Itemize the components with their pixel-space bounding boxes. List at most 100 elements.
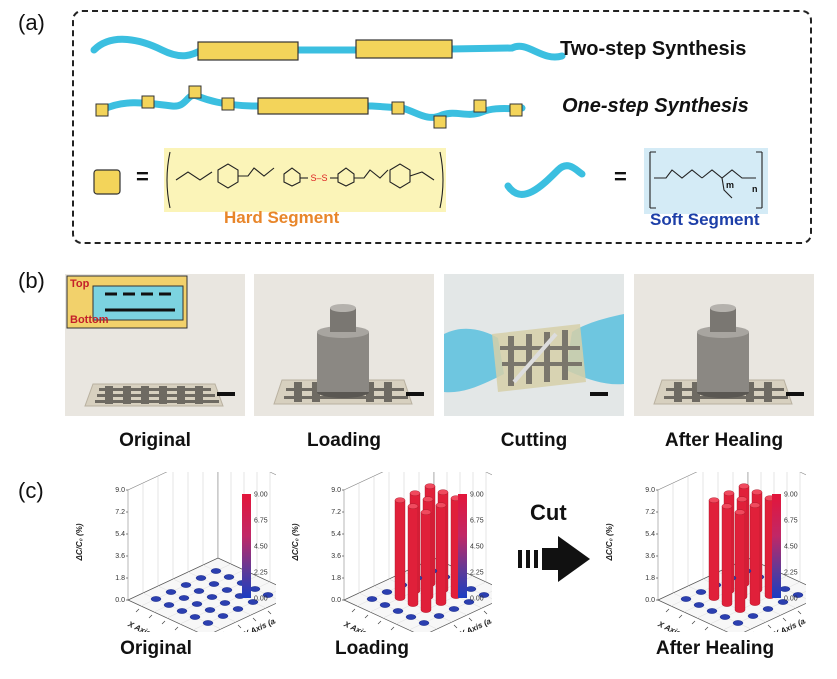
bar-base-marker xyxy=(418,620,430,626)
y-tick-mark xyxy=(483,610,488,615)
hard-segment-formula-bg xyxy=(164,148,446,212)
bar-base-marker xyxy=(165,589,177,595)
soft-segment-key xyxy=(504,162,586,198)
bar-base-marker xyxy=(178,595,190,601)
bar-cylinder-top xyxy=(749,502,761,509)
bar-base-marker xyxy=(217,613,229,619)
bar-cylinder-top xyxy=(407,503,419,510)
colorbar-tick-label: 9.00 xyxy=(470,492,484,499)
soft-segment-label: Soft Segment xyxy=(650,210,760,229)
colorbar-tick-label: 6.75 xyxy=(784,518,798,525)
x-tick-mark xyxy=(351,608,356,613)
bar-base-marker xyxy=(706,608,718,614)
hard-segment-key xyxy=(93,169,121,195)
z-tick-label: 1.8 xyxy=(115,575,125,582)
bar-base-marker xyxy=(366,596,378,602)
hard-small-1 xyxy=(95,103,109,117)
y-tick-mark xyxy=(453,624,458,629)
panel-a-frame xyxy=(72,10,812,244)
colorbar-tick-label: 2.25 xyxy=(784,570,798,577)
photo-original xyxy=(65,274,245,416)
bar-base-marker xyxy=(777,599,789,605)
bar-cylinder-top xyxy=(723,490,735,497)
chart-after-healing: 9.07.25.43.61.80.0ΔC/C₀ (%)X Axis (a. u.… xyxy=(605,472,806,632)
bar-base-marker xyxy=(249,586,261,592)
two-step-label: Two-step Synthesis xyxy=(560,38,747,60)
z-tick-label: 1.8 xyxy=(645,575,655,582)
two-step-chain xyxy=(90,35,566,61)
bar-cylinder-top xyxy=(738,483,750,490)
colorbar-tick-label: 6.75 xyxy=(254,518,268,525)
bar-base-marker xyxy=(762,606,774,612)
bar-base-marker xyxy=(792,592,804,598)
bar-cylinder xyxy=(407,506,419,607)
bar-cylinder-top xyxy=(734,509,746,516)
bar-base-marker xyxy=(163,602,175,608)
chart-caption-after-healing: After Healing xyxy=(655,638,775,659)
bar-base-marker xyxy=(379,602,391,608)
x-tick-mark xyxy=(377,620,382,625)
colorbar-tick-label: 2.25 xyxy=(470,570,484,577)
colorbar-tick-label: 9.00 xyxy=(784,492,798,499)
bar-base-marker xyxy=(180,582,192,588)
hard-small-4 xyxy=(221,97,235,111)
colorbar-tick-label: 0.00 xyxy=(470,596,484,603)
bar-base-marker xyxy=(433,613,445,619)
chart-original: 9.07.25.43.61.80.0ΔC/C₀ (%)X Axis (a. u.… xyxy=(75,472,276,632)
y-tick-mark xyxy=(797,610,802,615)
panel-b-label: (b) xyxy=(18,268,45,293)
bar-cylinder-top xyxy=(409,490,421,497)
colorbar xyxy=(772,494,781,598)
hard-block-2 xyxy=(355,39,453,59)
chart-loading: 9.07.25.43.61.80.0ΔC/C₀ (%)X Axis (a. u.… xyxy=(291,472,492,632)
soft-segment-formula-bg xyxy=(644,148,768,214)
bar-base-marker xyxy=(732,620,744,626)
chart-caption-loading: Loading xyxy=(335,638,409,659)
bar-base-marker xyxy=(210,568,222,574)
bar-base-marker xyxy=(478,592,490,598)
bar-base-marker xyxy=(392,608,404,614)
bar-base-marker xyxy=(191,601,203,607)
bar-cylinder-top xyxy=(422,496,434,503)
z-tick-label: 0.0 xyxy=(115,597,125,604)
hard-block-3 xyxy=(257,97,369,115)
colorbar-tick-label: 0.00 xyxy=(784,596,798,603)
colorbar-tick-label: 4.50 xyxy=(784,544,798,551)
colorbar-tick-label: 9.00 xyxy=(254,492,268,499)
hard-segment-structure xyxy=(166,151,444,209)
bar-cylinder-top xyxy=(420,509,432,516)
subscript-n: n xyxy=(752,184,758,194)
disulfide-label: S–S xyxy=(310,173,327,183)
bar-base-marker xyxy=(189,614,201,620)
bar-base-marker xyxy=(221,587,233,593)
hard-block-1 xyxy=(197,41,299,61)
x-axis-label: X Axis (a. u.) xyxy=(126,619,174,632)
subscript-m: m xyxy=(726,180,735,190)
bar-base-marker xyxy=(150,596,162,602)
bar-base-marker xyxy=(463,599,475,605)
hard-small-2 xyxy=(141,95,155,109)
bar-cylinder-top xyxy=(751,489,763,496)
colorbar-tick-label: 6.75 xyxy=(470,518,484,525)
bar-cylinder xyxy=(734,512,746,613)
z-tick-label: 3.6 xyxy=(331,553,341,560)
y-tick-mark xyxy=(252,617,257,622)
inset-bottom-label: Bottom xyxy=(70,314,109,326)
bar-base-marker xyxy=(465,586,477,592)
x-tick-mark xyxy=(364,614,369,619)
bar-base-marker xyxy=(195,575,207,581)
z-tick-label: 5.4 xyxy=(331,531,341,538)
x-axis-label: X Axis (a. u.) xyxy=(342,619,390,632)
bar-base-marker xyxy=(719,614,731,620)
bar-cylinder-top xyxy=(424,483,436,490)
caption-after-healing: After Healing xyxy=(664,430,784,451)
x-tick-mark xyxy=(135,608,140,613)
bar-cylinder xyxy=(708,500,720,601)
soft-segment-structure xyxy=(649,151,763,209)
x-tick-mark xyxy=(691,620,696,625)
colorbar-tick-label: 0.00 xyxy=(254,596,268,603)
colorbar xyxy=(242,494,251,598)
z-tick-label: 3.6 xyxy=(645,553,655,560)
bar-base-marker xyxy=(176,608,188,614)
bar-cylinder-top xyxy=(437,489,449,496)
